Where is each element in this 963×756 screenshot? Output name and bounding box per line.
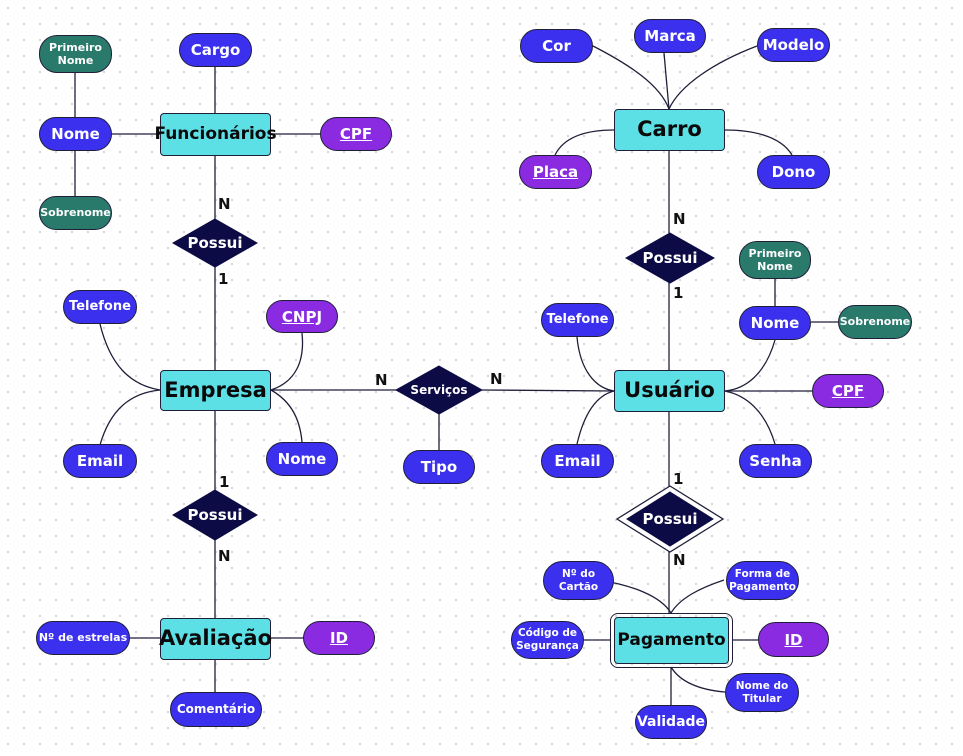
- relationship-diamond-possui-pagamento: [626, 491, 714, 547]
- attribute-sobrenome[interactable]: Sobrenome: [838, 305, 912, 339]
- attribute-numero-estrelas[interactable]: Nº de estrelas: [36, 621, 130, 655]
- relationship-diamond-possui-avaliacao: [172, 489, 258, 541]
- connector-line: [663, 52, 670, 110]
- key-attribute-cpf[interactable]: CPF: [320, 117, 392, 151]
- cardinality-label: N: [673, 210, 686, 228]
- attribute-cor[interactable]: Cor: [520, 29, 593, 63]
- connector-line: [576, 390, 615, 445]
- cardinality-label: 1: [218, 270, 229, 288]
- relationship-diamond-possui-funcionarios: [171, 218, 259, 268]
- relationship-servicos: Serviços: [410, 383, 468, 397]
- connector-line: [576, 336, 615, 392]
- cardinality-label: N: [218, 547, 231, 565]
- attribute-nome[interactable]: Nome: [39, 117, 112, 151]
- relationship-diamond-servicos: [394, 365, 484, 415]
- connector-line: [99, 323, 161, 391]
- cardinality-label: 1: [673, 470, 684, 488]
- connector-line: [668, 45, 758, 110]
- attribute-senha[interactable]: Senha: [739, 444, 812, 478]
- attribute-email[interactable]: Email: [541, 444, 614, 478]
- relationship-shapes: [171, 218, 725, 553]
- connector-line: [670, 579, 725, 614]
- attribute-validade[interactable]: Validade: [635, 705, 707, 739]
- connector-line: [592, 45, 670, 110]
- connector-line: [99, 389, 161, 446]
- attribute-numero-cartao[interactable]: Nº do Cartão: [543, 561, 614, 600]
- relationship-possui-funcionarios: Possui: [187, 234, 243, 252]
- connector-line: [724, 129, 793, 156]
- cardinality-label: N: [375, 371, 388, 389]
- connector-line: [724, 390, 776, 445]
- attribute-forma-pagamento[interactable]: Forma de Pagamento: [726, 561, 799, 600]
- attribute-tipo[interactable]: Tipo: [403, 450, 475, 484]
- cardinality-label: 1: [673, 284, 684, 302]
- relationship-possui-pagamento: Possui: [642, 510, 698, 528]
- attribute-nome[interactable]: Nome: [739, 306, 811, 340]
- entity-usuario[interactable]: Usuário: [614, 370, 725, 412]
- relationship-possui-avaliacao: Possui: [187, 506, 243, 524]
- attribute-sobrenome[interactable]: Sobrenome: [39, 196, 112, 230]
- key-attribute-id[interactable]: ID: [758, 622, 829, 657]
- attribute-primeiro-nome[interactable]: Primeiro Nome: [739, 241, 811, 279]
- connector-line: [270, 389, 303, 443]
- cardinality-label: N: [673, 551, 686, 569]
- entity-empresa[interactable]: Empresa: [160, 370, 271, 411]
- attribute-marca[interactable]: Marca: [634, 19, 706, 53]
- relationship-possui-carro: Possui: [642, 249, 698, 267]
- attribute-telefone[interactable]: Telefone: [63, 290, 137, 324]
- attribute-dono[interactable]: Dono: [757, 155, 830, 189]
- attribute-codigo-seguranca[interactable]: Código de Segurança: [511, 621, 584, 659]
- connector-line: [481, 389, 615, 392]
- attribute-modelo[interactable]: Modelo: [757, 28, 830, 62]
- connector-line: [670, 666, 726, 693]
- attribute-nome-titular[interactable]: Nome do Titular: [725, 673, 799, 712]
- attribute-cargo[interactable]: Cargo: [179, 33, 252, 67]
- attribute-telefone[interactable]: Telefone: [541, 303, 614, 337]
- relationship-diamond-possui-carro: [624, 232, 716, 284]
- connector-line: [724, 339, 776, 392]
- attribute-primeiro-nome[interactable]: Primeiro Nome: [39, 35, 112, 73]
- connector-line: [270, 332, 304, 391]
- entity-avaliacao[interactable]: Avaliação: [159, 618, 272, 660]
- entity-pagamento[interactable]: Pagamento: [610, 613, 733, 668]
- key-attribute-placa[interactable]: Placa: [519, 155, 592, 189]
- cardinality-label: N: [218, 195, 231, 213]
- entity-funcionarios[interactable]: Funcionários: [154, 113, 277, 156]
- attribute-nome[interactable]: Nome: [266, 442, 338, 476]
- cardinality-label: 1: [219, 473, 230, 491]
- key-attribute-cpf[interactable]: CPF: [812, 374, 884, 408]
- connector-line: [554, 129, 615, 156]
- entity-carro[interactable]: Carro: [614, 109, 725, 151]
- key-attribute-cnpj[interactable]: CNPJ: [266, 300, 338, 333]
- attribute-email[interactable]: Email: [63, 444, 137, 478]
- cardinality-label: N: [490, 370, 503, 388]
- attribute-comentario[interactable]: Comentário: [170, 692, 262, 727]
- key-attribute-id[interactable]: ID: [303, 621, 375, 655]
